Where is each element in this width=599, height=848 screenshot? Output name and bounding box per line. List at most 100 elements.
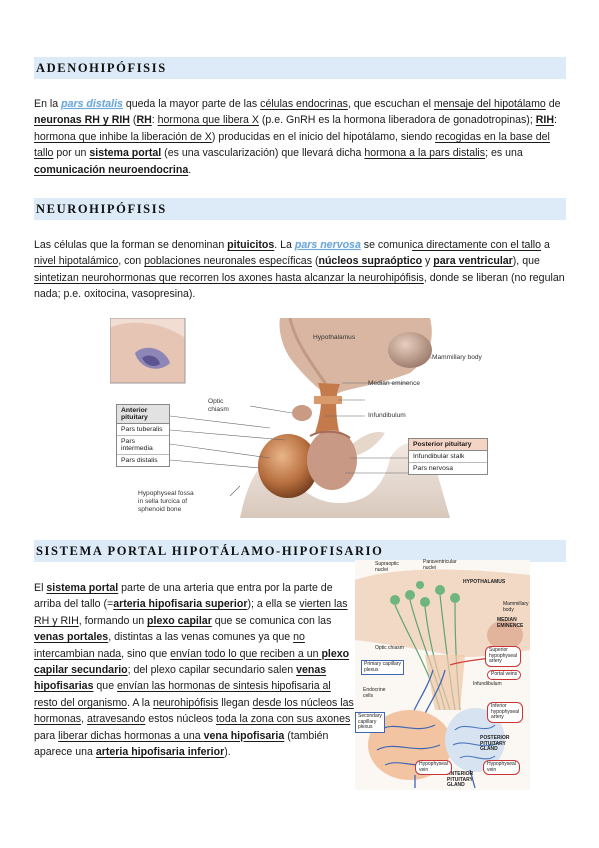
label-median-eminence-2: MEDIAN EMINENCE [497, 617, 524, 629]
text-run: Las células que la forman se denominan [34, 239, 228, 251]
heading-sistema-portal: SISTEMA PORTAL HIPOTÁLAMO-HIPOFISARIO [34, 540, 566, 562]
label-hypophyseal-fossa: Hypophyseal fossa in sella turcica of sp… [138, 490, 194, 513]
paragraph-sistema-portal: El sistema portal parte de una arteria q… [34, 580, 356, 760]
underlined-text: no intercambian nada [34, 631, 305, 660]
paragraph-neurohipofisis: Las células que la forman se denominan p… [34, 237, 566, 303]
heading-adenohipofisis: ADENOHIPÓFISIS [34, 57, 566, 79]
underlined-text: células endocrinas [260, 98, 348, 110]
text-run: que [93, 680, 118, 693]
label-primary-capillary-plexus: Primary capillary plexus [361, 660, 404, 676]
text-run: parte de una arteria que entra por la pa… [34, 582, 333, 611]
text-run: ). [224, 746, 231, 759]
label-mammillary-body-2: Mammillary body [503, 601, 529, 613]
bold-term: sistema portal [89, 147, 162, 160]
bold-term: plexo capilar secundario [34, 647, 350, 677]
anterior-pituitary-box: Anterior pituitary Pars tuberalis Pars i… [116, 404, 170, 467]
posterior-row: Pars nervosa [413, 465, 454, 472]
label-anterior-pituitary-gland: ANTERIOR PITUITARY GLAND [447, 771, 474, 789]
underlined-text: liberar dichas hormonas a una [58, 729, 204, 742]
text-run: . [188, 163, 192, 176]
bold-term: núcleos supraóptico [318, 255, 423, 268]
text-run: ), que [512, 255, 540, 268]
text-run: ( [312, 255, 319, 268]
text-run: queda la mayor parte de las [122, 98, 261, 110]
anterior-row: Pars distalis [121, 457, 158, 464]
bold-term: vena hipofisaria [203, 729, 285, 742]
label-hypothalamus: Hypothalamus [313, 334, 356, 341]
underlined-text: recogidas en la base del tallo [34, 130, 550, 160]
anterior-row: Pars intermedia [117, 436, 169, 455]
underlined-text: hormona que libera X [157, 114, 259, 127]
text-run: estos núcleos [145, 713, 216, 726]
label-superior-hypophyseal-artery: Superior hypophyseal artery [485, 646, 522, 667]
bold-term: venas portales [34, 631, 109, 644]
text-run: ) producidas en el inicio del hipotálamo… [211, 130, 436, 143]
text-run: para [34, 729, 59, 742]
text-run: , donde se liberan (no regulan nada; p.e… [34, 271, 565, 301]
text-run: a [541, 239, 550, 251]
text-run: de [545, 98, 561, 110]
posterior-pituitary-box: Posterior pituitary Infundibular stalk P… [408, 438, 488, 475]
underlined-text: envían las hormonas de sintesis hipofisa… [34, 680, 331, 709]
bold-term: arteria hipofisaria inferior [95, 746, 225, 759]
underlined-text: atravesando [87, 713, 146, 726]
label-posterior-pituitary-gland: POSTERIOR PITUITARY GLAND [480, 735, 510, 753]
highlighted-term: pars distalis [61, 98, 123, 110]
label-hypophyseal-vein-left: Hypophyseal vein [415, 760, 452, 776]
label-mammillary-body: Mammillary body [432, 354, 482, 361]
label-secondary-capillary-plexus: Secondary capillary plexus [355, 712, 385, 733]
underlined-text: sintetizan neurohormonas que recorren lo… [34, 271, 424, 284]
text-run: El [34, 582, 47, 594]
text-run: por un [53, 147, 90, 160]
bold-term: neuronas RH y RIH [34, 114, 130, 127]
anterior-row: Pars tuberalis [117, 424, 169, 436]
bold-term: comunicación neuroendocrina [34, 163, 189, 176]
label-hypophyseal-vein-right: Hypophyseal vein [483, 760, 520, 776]
text-run: , que escuchan el [347, 98, 434, 110]
label-median-eminence: Median eminence [368, 380, 421, 387]
text-run: (es una vascularización) que llevará dic… [161, 147, 365, 160]
text-run: : [553, 114, 557, 127]
text-run: se comuni [360, 239, 413, 251]
text-run: , sino que [121, 647, 171, 660]
text-run: , con [118, 255, 145, 268]
text-run: , formando un [78, 614, 148, 627]
underlined-text: hormona que inhibe la liberación de X [34, 130, 212, 143]
pituitary-anatomy-figure: Hypothalamus Mammillary body Median emin… [109, 317, 505, 518]
anterior-pituitary-title: Anterior pituitary [117, 405, 169, 424]
label-optic-chiasm-2: Optic chiasm [375, 645, 404, 651]
portal-system-figure: Supraoptic nuclei Paraventricular nuclei… [355, 559, 530, 790]
label-portal-veins: Portal veins [487, 670, 522, 680]
text-run: que se comunica con las [211, 614, 332, 627]
label-supraoptic-nuclei: Supraoptic nuclei [375, 561, 399, 573]
highlighted-term: pars nervosa [294, 239, 361, 251]
label-infundibulum: Infundibulum [368, 412, 406, 419]
text-run: ( [129, 114, 137, 127]
label-paraventricular-nuclei: Paraventricular nuclei [423, 559, 457, 571]
label-hypothalamus-2: HYPOTHALAMUS [463, 579, 506, 585]
text-run: (también aparece una [34, 729, 329, 759]
underlined-text: hormona a la pars distalis [364, 147, 486, 160]
underlined-text: poblaciones neuronales específicas [144, 255, 312, 268]
underlined-text: neurohipófisis [152, 696, 219, 709]
underlined-text: desde los núcleos las hormonas [34, 696, 354, 726]
text-run: En la [34, 98, 62, 110]
text-run: , distintas a las venas comunes ya que [108, 631, 294, 644]
label-infundibulum-2: Infundibulum [473, 681, 502, 687]
underlined-text: toda la zona con sus axones [215, 713, 351, 726]
text-run: ; del plexo capilar secundario salen [127, 664, 297, 677]
posterior-pituitary-title: Posterior pituitary [409, 439, 487, 451]
text-run: ; es una [485, 147, 523, 160]
posterior-row: Infundibular stalk [409, 451, 487, 463]
bold-term: sistema portal [46, 582, 119, 594]
text-run: . La [274, 239, 295, 251]
label-endocrine-cells: Endocrine cells [363, 687, 386, 699]
text-run: . A la [127, 696, 153, 709]
bold-term: pituicitos [227, 239, 275, 251]
portal-system-illustration [355, 560, 530, 790]
bold-term: RIH [535, 114, 554, 127]
bold-term: venas hipofisarias [34, 664, 327, 693]
underlined-text: mensaje del hipotálamo [433, 98, 546, 110]
heading-neurohipofisis: NEUROHIPÓFISIS [34, 198, 566, 220]
bold-term: RH [136, 114, 152, 127]
